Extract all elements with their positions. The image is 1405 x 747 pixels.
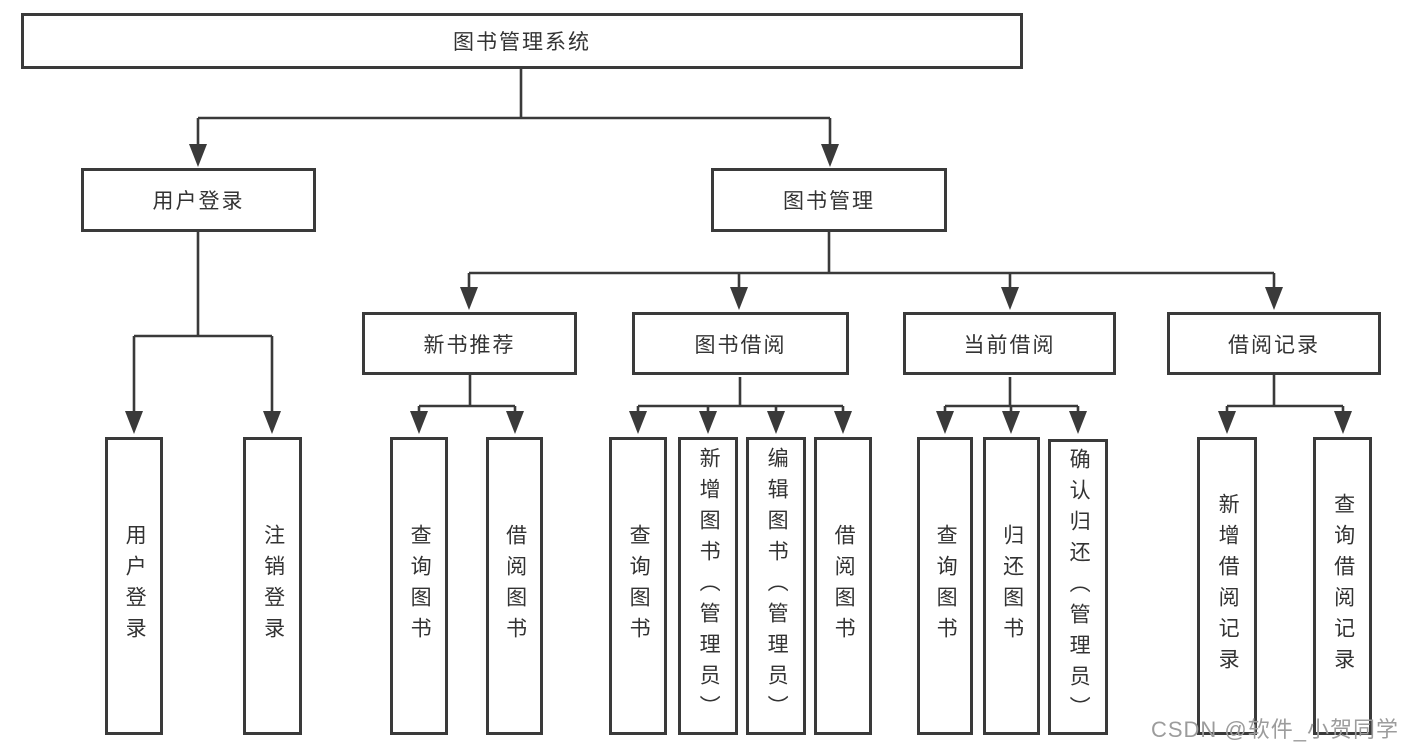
leaf-node-query-books-current: 查询图书: [917, 437, 973, 735]
section-node-new-book-recommendation: 新书推荐: [362, 312, 577, 375]
leaf-node-query-books-borrowing: 查询图书: [609, 437, 667, 735]
leaf-node-user-login: 用户登录: [105, 437, 163, 735]
leaf-node-borrow-books-recommend: 借阅图书: [486, 437, 543, 735]
leaf-node-return-books: 归还图书: [983, 437, 1040, 735]
leaf-node-edit-books-admin: 编辑图书（管理员）: [746, 437, 806, 735]
leaf-node-add-books-admin: 新增图书（管理员）: [678, 437, 738, 735]
csdn-watermark: CSDN @软件_小贺同学: [1150, 717, 1399, 742]
leaf-node-add-borrow-record: 新增借阅记录: [1197, 437, 1257, 735]
leaf-node-borrow-books: 借阅图书: [814, 437, 872, 735]
branch-node-user-login: 用户登录: [81, 168, 316, 232]
leaf-node-logout: 注销登录: [243, 437, 302, 735]
root-node-library-management-system: 图书管理系统: [21, 13, 1023, 69]
leaf-node-query-borrow-record: 查询借阅记录: [1313, 437, 1372, 735]
leaf-node-query-books-recommend: 查询图书: [390, 437, 448, 735]
section-node-book-borrowing: 图书借阅: [632, 312, 849, 375]
leaf-node-confirm-return-admin: 确认归还（管理员）: [1048, 439, 1108, 735]
section-node-borrowing-records: 借阅记录: [1167, 312, 1381, 375]
section-node-current-borrowing: 当前借阅: [903, 312, 1116, 375]
branch-node-book-management: 图书管理: [711, 168, 947, 232]
